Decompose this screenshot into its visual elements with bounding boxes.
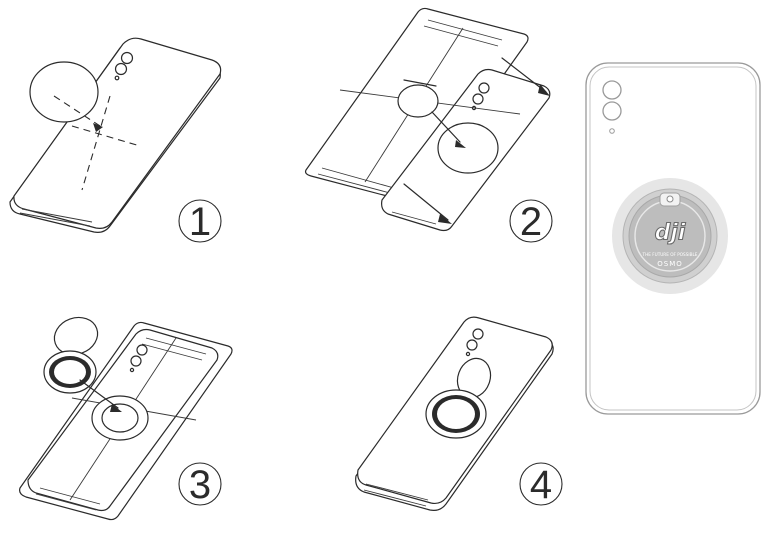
step-1-badge: 1	[178, 199, 222, 244]
step-4-badge: 4	[519, 462, 563, 507]
ring-caption: THE FUTURE OF POSSIBLE	[642, 252, 698, 257]
step-1-circle	[178, 199, 222, 243]
disc-outline	[29, 61, 99, 123]
camera-lens-icon	[602, 80, 622, 100]
dji-logo: dji	[655, 221, 686, 246]
step-3-illustration	[19, 316, 233, 521]
step-4-circle	[519, 462, 563, 506]
step-1-number: 1	[189, 200, 211, 244]
flash-icon	[609, 128, 615, 134]
camera-lens-icon	[602, 101, 622, 121]
step-2-badge: 2	[509, 199, 553, 244]
dji-ring-holder: dji THE FUTURE OF POSSIBLE OSMO	[612, 178, 728, 294]
step-3-circle	[178, 462, 222, 506]
step-1-illustration	[9, 37, 222, 233]
step-3-badge: 3	[178, 462, 222, 507]
step-2-illustration	[304, 7, 551, 232]
step-4-illustration	[355, 316, 554, 511]
result-phone: dji THE FUTURE OF POSSIBLE OSMO	[585, 62, 761, 415]
step-3-number: 3	[189, 463, 211, 507]
step-2-number: 2	[520, 200, 542, 244]
step-2-circle	[509, 199, 553, 243]
step-4-number: 4	[530, 463, 552, 507]
ring-subtext: OSMO	[657, 260, 683, 268]
